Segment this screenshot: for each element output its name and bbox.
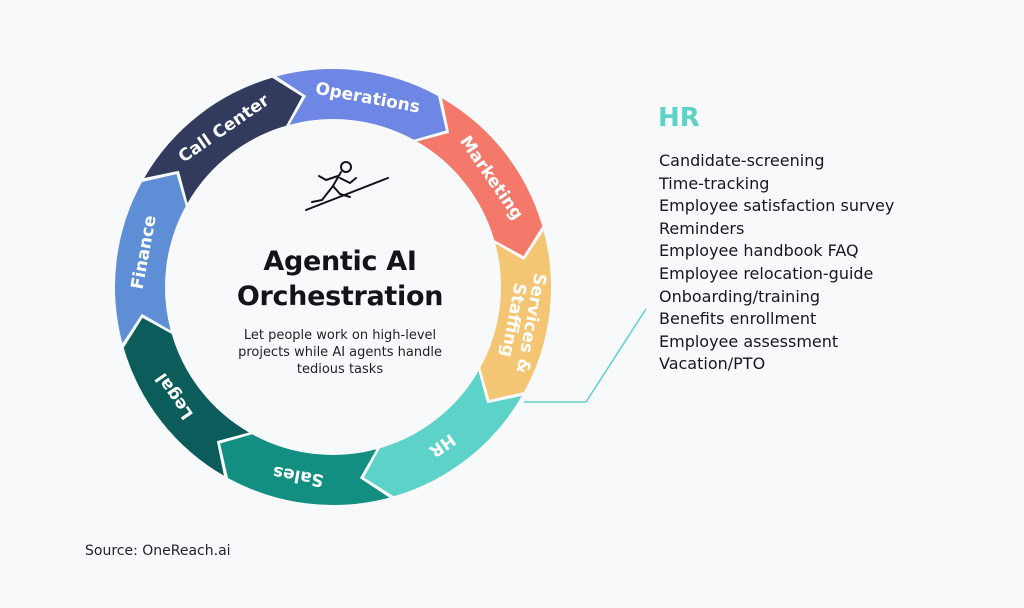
running-person-icon xyxy=(305,161,389,211)
segment-sales xyxy=(220,434,390,505)
hr-task-item: Time-tracking xyxy=(659,173,770,193)
segment-finance xyxy=(115,174,186,344)
hr-task-item: Onboarding/training xyxy=(659,286,821,306)
segment-services-staffing xyxy=(480,230,551,400)
hr-detail-title: HR xyxy=(658,103,700,133)
hr-task-item: Benefits enrollment xyxy=(659,309,817,329)
diagram-title: Agentic AI Orchestration xyxy=(200,244,480,314)
diagram-title-line-1: Agentic AI xyxy=(263,246,417,277)
diagram-title-line-2: Orchestration xyxy=(236,281,444,312)
segment-call-center xyxy=(144,77,303,203)
segment-legal xyxy=(123,317,249,476)
hr-task-item: Employee handbook FAQ xyxy=(659,241,859,261)
segment-hr xyxy=(363,371,522,497)
hr-task-list: Candidate-screening Time-tracking Employ… xyxy=(659,150,894,376)
hr-connector-line xyxy=(524,308,647,403)
segment-operations xyxy=(276,69,446,140)
hr-task-item: Employee relocation-guide xyxy=(659,263,874,283)
hr-task-item: Reminders xyxy=(659,218,745,238)
hr-task-item: Vacation/PTO xyxy=(659,354,766,374)
hr-task-item: Employee satisfaction survey xyxy=(659,196,895,216)
diagram-subtitle: Let people work on high-level projects w… xyxy=(238,328,442,377)
hr-task-item: Candidate-screening xyxy=(659,151,825,170)
source-credit: Source: OneReach.ai xyxy=(85,543,231,559)
hr-task-item: Employee assessment xyxy=(659,331,839,351)
segment-marketing xyxy=(417,98,543,257)
